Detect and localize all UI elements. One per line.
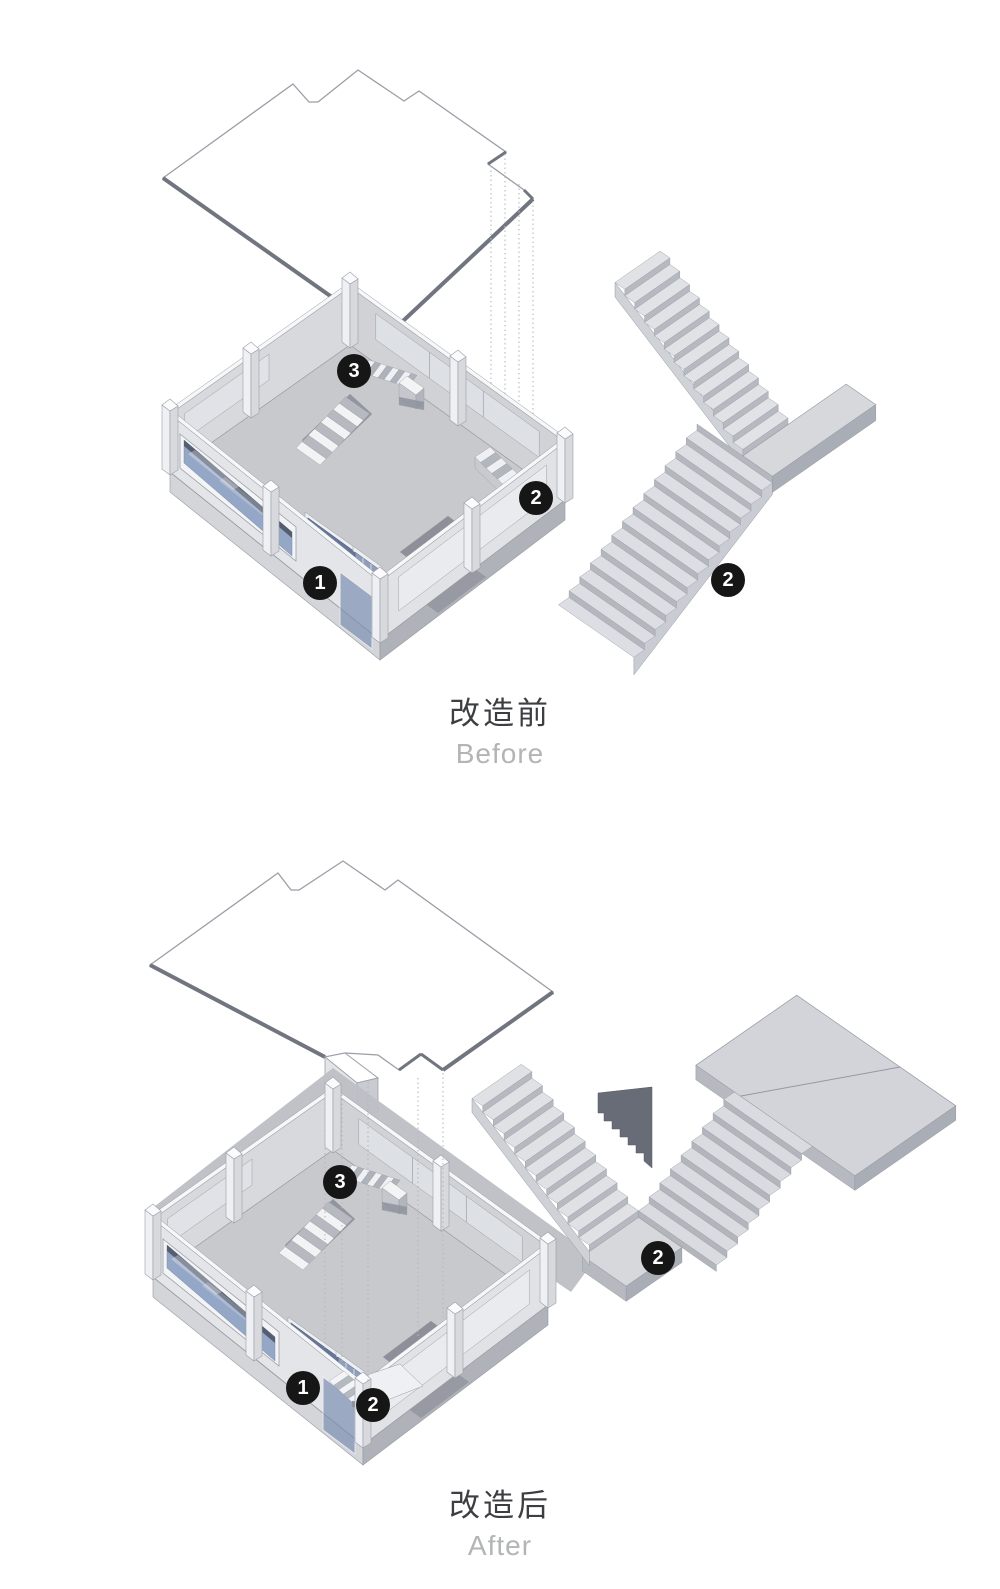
marker-1-entry-after: 1 bbox=[286, 1371, 320, 1405]
staircase-before bbox=[558, 250, 877, 676]
room-before bbox=[161, 271, 574, 661]
pilaster bbox=[324, 1082, 334, 1154]
marker-number: 2 bbox=[367, 1394, 379, 1416]
marker-number: 1 bbox=[314, 572, 326, 594]
before-title-en: Before bbox=[455, 738, 545, 769]
pilaster bbox=[144, 1209, 154, 1281]
after-title-en: After bbox=[467, 1530, 533, 1561]
after-axonometric-drawing bbox=[144, 860, 957, 1466]
stair-stringer bbox=[471, 1097, 590, 1267]
pilaster bbox=[371, 572, 381, 644]
marker-number: 3 bbox=[348, 360, 360, 382]
upper-floor-plate bbox=[148, 860, 555, 1072]
marker-2-staircase-before: 2 bbox=[711, 563, 745, 597]
glass-reflection bbox=[202, 1282, 251, 1320]
after-caption: 改造后 After bbox=[0, 1480, 1000, 1562]
pilaster bbox=[446, 1307, 456, 1379]
before-title-zh: 改造前 bbox=[449, 696, 551, 731]
after-section: 3 1 2 2 改造后 After bbox=[0, 790, 1000, 1589]
marker-2-wall-stair-before: 2 bbox=[519, 481, 553, 515]
before-section: 3 2 1 2 改造前 Before bbox=[0, 0, 1000, 790]
pilaster bbox=[262, 485, 272, 557]
pilaster bbox=[463, 502, 473, 574]
marker-number: 2 bbox=[530, 487, 542, 509]
marker-number: 1 bbox=[297, 1377, 309, 1399]
marker-2-new-stair-after: 2 bbox=[356, 1388, 390, 1422]
staircase-after bbox=[471, 994, 957, 1302]
corner-stair bbox=[278, 1164, 408, 1271]
pilaster bbox=[556, 432, 566, 504]
pilaster bbox=[242, 347, 252, 419]
floor-shadow-band bbox=[150, 1068, 596, 1292]
glass-reflection bbox=[188, 450, 240, 490]
upper-floor-plate bbox=[161, 69, 535, 338]
room-after bbox=[144, 1068, 596, 1466]
projection-lines bbox=[490, 154, 534, 492]
marker-2-staircase-after: 2 bbox=[641, 1241, 675, 1275]
glass-reflection bbox=[219, 477, 268, 515]
marker-number: 3 bbox=[334, 1171, 346, 1193]
pilaster bbox=[161, 404, 171, 476]
pilasters bbox=[161, 271, 574, 644]
before-caption: 改造前 Before bbox=[0, 688, 1000, 770]
glass-door bbox=[339, 571, 373, 650]
marker-number: 2 bbox=[652, 1247, 664, 1269]
pilaster bbox=[432, 1160, 442, 1232]
pilaster bbox=[341, 277, 351, 349]
pilaster bbox=[449, 355, 459, 427]
glass-reflection bbox=[171, 1255, 223, 1295]
pilasters bbox=[144, 1076, 557, 1449]
pilaster bbox=[539, 1237, 549, 1309]
floor-plate-outline bbox=[148, 860, 555, 1071]
pilaster bbox=[225, 1152, 235, 1224]
before-axonometric-drawing bbox=[161, 69, 877, 676]
stair-tread bbox=[558, 597, 645, 658]
stair-soffit bbox=[597, 1086, 653, 1169]
marker-3-corner-stair-before: 3 bbox=[337, 354, 371, 388]
marker-3-corner-stair-after: 3 bbox=[323, 1165, 357, 1199]
marker-1-entry-before: 1 bbox=[303, 566, 337, 600]
after-title-zh: 改造后 bbox=[449, 1488, 551, 1523]
pilaster bbox=[245, 1290, 255, 1362]
projection-lines bbox=[324, 1073, 444, 1382]
marker-number: 2 bbox=[722, 569, 734, 591]
